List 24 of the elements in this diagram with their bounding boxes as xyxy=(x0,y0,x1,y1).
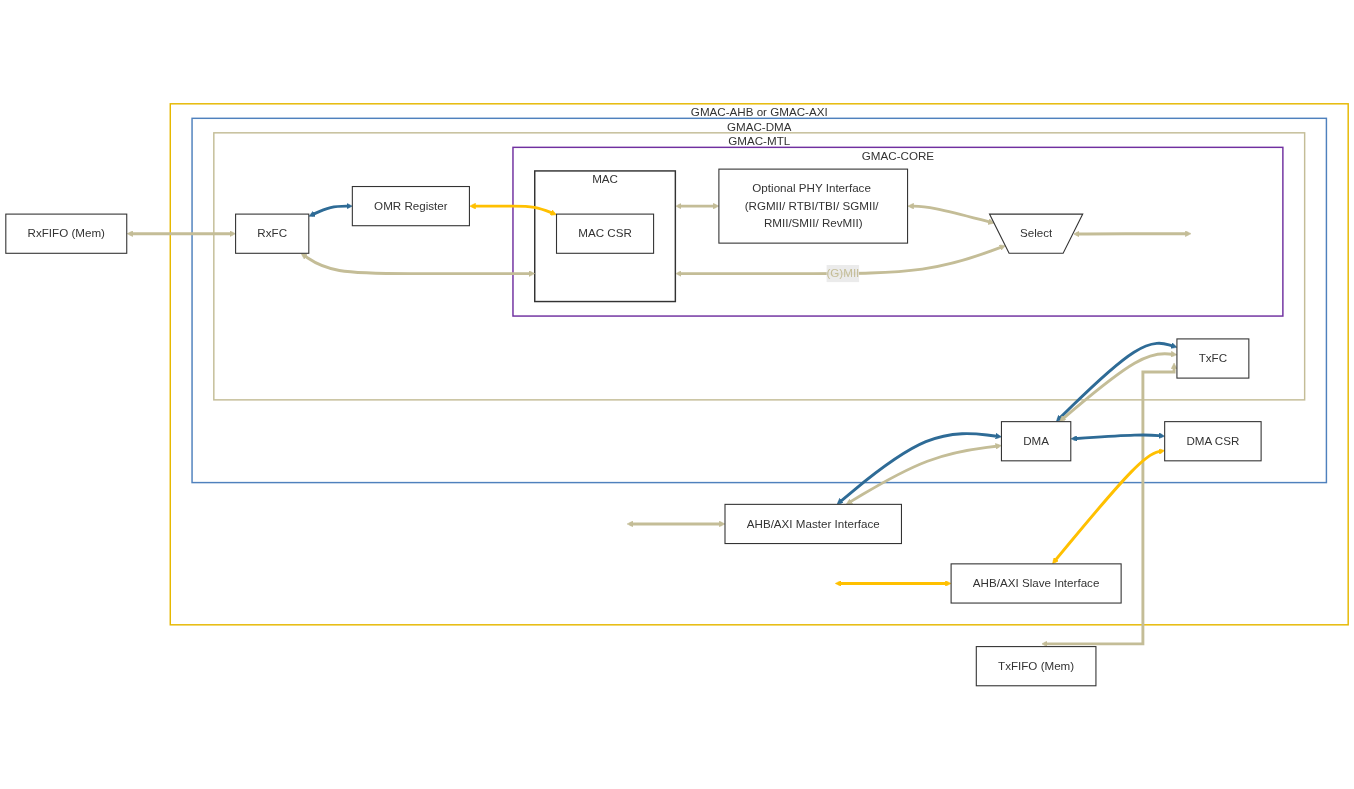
arrow xyxy=(469,202,557,216)
node-box: OMR Register xyxy=(351,185,470,226)
node-box: Optional PHY Interface (RGMII/ RTBI/TBI/ SGMII/ RMII/SMII/ RevMII) xyxy=(718,168,909,244)
node-box: AHB/AXI Master Interface xyxy=(724,503,902,544)
arrow xyxy=(126,230,236,237)
arrow xyxy=(1070,432,1165,442)
arrow xyxy=(1052,448,1165,564)
node-box: DMA xyxy=(1000,420,1072,462)
node-box: AHB/AXI Slave Interface xyxy=(950,563,1122,604)
arrow xyxy=(907,202,995,225)
node-box: TxFC xyxy=(1176,338,1250,379)
arrow xyxy=(836,431,1002,505)
arrow xyxy=(675,244,1006,277)
arrow xyxy=(846,442,1002,505)
node-box: RxFC xyxy=(235,213,310,254)
arrow xyxy=(308,202,353,217)
arrow xyxy=(300,252,536,277)
node-box: DMA CSR xyxy=(1164,420,1262,462)
node-box: RxFIFO (Mem) xyxy=(5,213,128,254)
edge-label: (G)MII xyxy=(826,266,860,280)
node-box: MAC CSR xyxy=(555,213,655,254)
arrow xyxy=(835,579,952,587)
node-box: TxFIFO (Mem) xyxy=(975,645,1097,687)
arrow xyxy=(1073,230,1192,237)
